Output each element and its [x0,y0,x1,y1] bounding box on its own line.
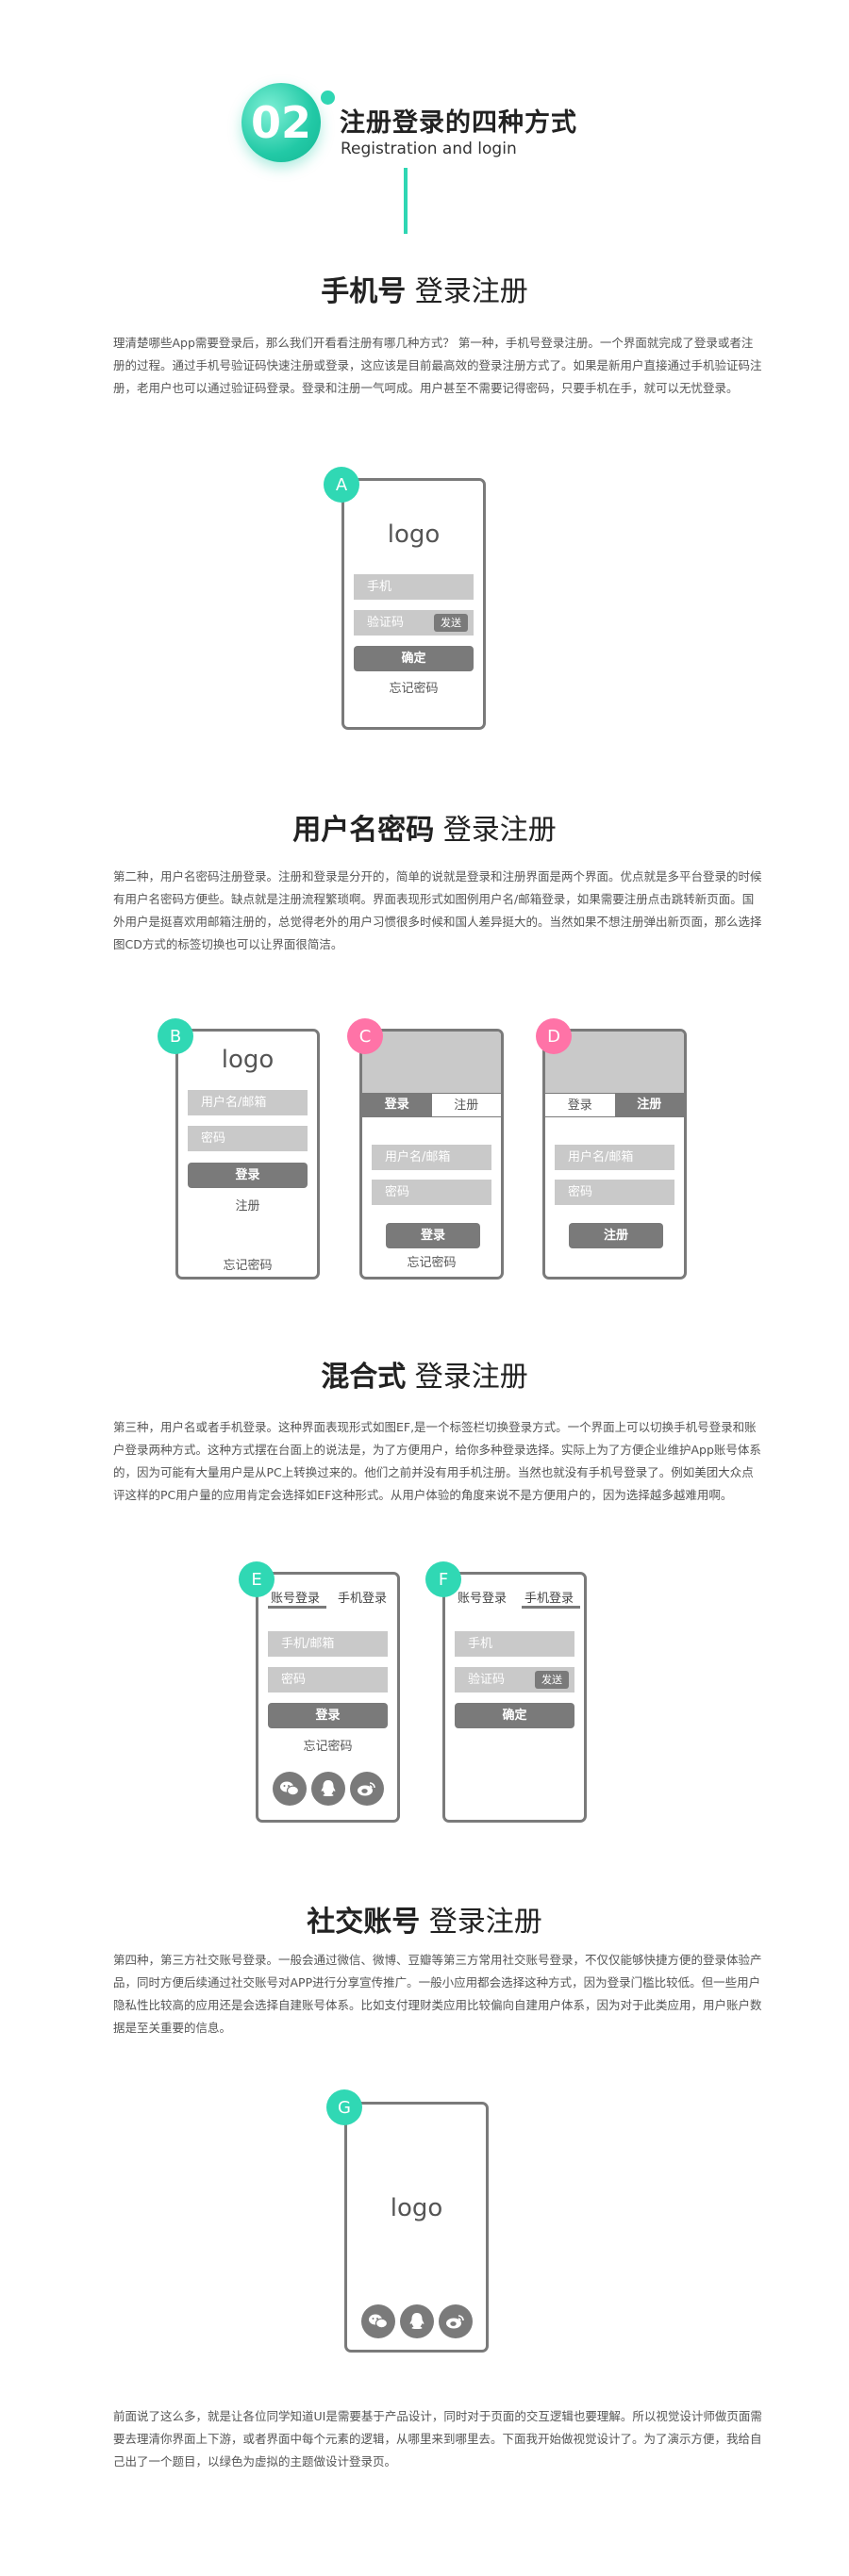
logo: logo [390,2194,443,2222]
weibo-icon[interactable] [439,2304,473,2338]
badge-d: D [536,1018,572,1054]
confirm-button[interactable]: 确定 [354,646,474,671]
weibo-icon[interactable] [350,1772,384,1806]
paragraph-phone: 理清楚哪些App需要登录后，那么我们开看看注册有哪几种方式？ 第一种，手机号登录… [113,336,762,395]
title-highlight: 用户名密码 [283,806,442,848]
page-subtitle: Registration and login [341,140,517,158]
password-field[interactable]: 密码 [188,1126,308,1151]
forgot-password-link[interactable]: 忘记密码 [389,682,439,696]
badge-c: C [347,1018,383,1054]
tab-register[interactable]: 注册 [431,1093,501,1117]
phone-mockup-f: 账号登录 手机登录 手机 验证码 发送 确定 [442,1572,587,1823]
active-tab-indicator [522,1606,580,1609]
decor-dot [321,91,335,105]
username-field[interactable]: 用户名/邮箱 [555,1145,674,1170]
phone-mockup-c: 登录 注册 用户名/邮箱 密码 登录 忘记密码 [359,1029,504,1280]
active-tab-indicator [268,1606,326,1609]
forgot-password-link[interactable]: 忘记密码 [223,1259,273,1273]
send-code-button[interactable]: 发送 [535,1671,569,1689]
phone-mockup-g: logo [344,2102,489,2353]
phone-field[interactable]: 手机 [354,574,474,600]
login-button[interactable]: 登录 [268,1703,388,1728]
code-field-label: 验证码 [367,616,405,630]
page-title: 注册登录的四种方式 [340,108,577,138]
paragraph-mixed: 第三种，用户名或者手机登录。这种界面表现形式如图EF,是一个标签栏切换登录方式。… [113,1420,761,1502]
title-highlight: 混合式 [311,1353,414,1395]
qq-icon[interactable] [311,1772,345,1806]
qq-icon[interactable] [400,2304,434,2338]
phone-mockup-b: logo 用户名/邮箱 密码 登录 注册 忘记密码 [175,1029,320,1280]
username-field[interactable]: 用户名/邮箱 [188,1090,308,1115]
title-highlight: 手机号 [311,268,414,309]
paragraph-closing: 前面说了这么多，就是让各位同学知道UI是需要基于产品设计，同时对于页面的交互逻辑… [113,2409,762,2469]
send-code-button[interactable]: 发送 [434,614,468,632]
title-rest: 登录注册 [428,1906,542,1939]
register-button[interactable]: 注册 [569,1223,663,1248]
forgot-password-link[interactable]: 忘记密码 [303,1740,353,1754]
tab-account-login[interactable]: 账号登录 [458,1592,508,1606]
login-register-tabs: 登录 注册 [545,1093,684,1117]
forgot-password-link[interactable]: 忘记密码 [407,1256,457,1270]
title-rest: 登录注册 [414,275,528,308]
logo: logo [221,1046,275,1074]
code-field[interactable]: 验证码 发送 [354,610,474,636]
phone-field[interactable]: 手机 [455,1631,574,1657]
code-field-label: 验证码 [468,1673,506,1687]
tab-account-login[interactable]: 账号登录 [271,1592,321,1606]
paragraph-social: 第四种，第三方社交账号登录。一般会通过微信、微博、豆瓣等第三方常用社交账号登录，… [113,1953,762,2035]
tab-phone-login[interactable]: 手机登录 [338,1592,388,1606]
title-rest: 登录注册 [414,1361,528,1394]
badge-f: F [425,1561,461,1597]
login-button[interactable]: 登录 [188,1163,308,1188]
tab-register[interactable]: 注册 [614,1093,684,1117]
wechat-icon[interactable] [361,2304,395,2338]
phone-mockup-d: 登录 注册 用户名/邮箱 密码 注册 [542,1029,687,1280]
login-button[interactable]: 登录 [386,1223,480,1248]
password-field[interactable]: 密码 [268,1667,388,1693]
tab-phone-login[interactable]: 手机登录 [524,1592,574,1606]
badge-b: B [158,1018,193,1054]
section-title-mixed: 混合式 登录注册 [0,1353,849,1395]
section-title-phone: 手机号 登录注册 [0,268,849,309]
badge-e: E [239,1561,275,1597]
tab-login[interactable]: 登录 [545,1093,615,1117]
header-divider [404,168,408,234]
wechat-icon[interactable] [273,1772,307,1806]
title-rest: 登录注册 [442,814,557,847]
section-number-badge: 02 [241,83,321,162]
badge-g: G [326,2089,362,2125]
confirm-button[interactable]: 确定 [455,1703,574,1728]
phone-mockup-a: logo 手机 验证码 发送 确定 忘记密码 [341,478,486,730]
banner-placeholder [362,1032,501,1093]
tab-login[interactable]: 登录 [362,1093,432,1117]
title-highlight: 社交账号 [297,1898,428,1940]
code-field[interactable]: 验证码 发送 [455,1667,574,1693]
section-title-social: 社交账号 登录注册 [0,1898,849,1940]
username-field[interactable]: 用户名/邮箱 [372,1145,491,1170]
password-field[interactable]: 密码 [555,1180,674,1205]
register-link[interactable]: 注册 [235,1199,260,1214]
username-field[interactable]: 手机/邮箱 [268,1631,388,1657]
login-register-tabs: 登录 注册 [362,1093,501,1117]
paragraph-username: 第二种，用户名密码注册登录。注册和登录是分开的，简单的说就是登录和注册界面是两个… [113,869,762,951]
badge-a: A [324,467,359,503]
section-title-username: 用户名密码 登录注册 [0,806,849,848]
logo: logo [387,520,441,549]
password-field[interactable]: 密码 [372,1180,491,1205]
phone-mockup-e: 账号登录 手机登录 手机/邮箱 密码 登录 忘记密码 [256,1572,400,1823]
